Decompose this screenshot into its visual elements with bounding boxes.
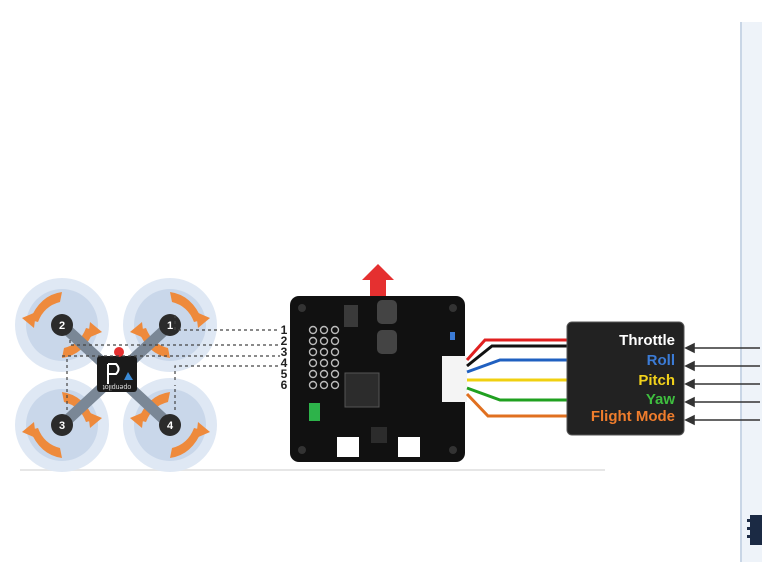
pin-number: 6	[281, 378, 288, 392]
flight-controller-board	[290, 296, 467, 462]
motor-4-label: 4	[167, 420, 174, 432]
motor-1-label: 1	[167, 320, 173, 332]
input-arrows	[684, 342, 760, 426]
motor-3-label: 3	[59, 420, 65, 432]
pin-number: 3	[281, 345, 288, 359]
motor-4: 4	[159, 414, 181, 436]
pin-number: 2	[281, 334, 288, 348]
center-brand-text: openpilot	[103, 383, 131, 390]
channel-flight-mode-label: Flight Mode	[591, 408, 675, 425]
receiver-box: Throttle Roll Pitch Yaw Flight Mode	[566, 321, 685, 436]
sidebar-chip-icon	[747, 515, 762, 545]
receiver-wires	[465, 338, 570, 418]
openpilot-logo-icon	[107, 363, 120, 384]
pin-number: 1	[281, 323, 288, 337]
motor-2: 2	[51, 314, 73, 336]
channel-throttle-label: Throttle	[619, 332, 675, 349]
channel-yaw-label: Yaw	[646, 391, 676, 408]
quadcopter-diagram: 1 2 3 4 openpilot	[15, 278, 280, 472]
channel-roll-label: Roll	[647, 352, 675, 369]
pin-number: 5	[281, 367, 288, 381]
channel-pitch-label: Pitch	[638, 372, 675, 389]
pin-number: 4	[281, 356, 288, 370]
orientation-arrow-icon	[362, 264, 394, 296]
motor-3: 3	[51, 414, 73, 436]
motor-2-label: 2	[59, 320, 65, 332]
motor-1: 1	[159, 314, 181, 336]
sidebar-edge	[741, 22, 762, 562]
pin-numbers: 1 2 3 4 5 6	[281, 323, 288, 392]
